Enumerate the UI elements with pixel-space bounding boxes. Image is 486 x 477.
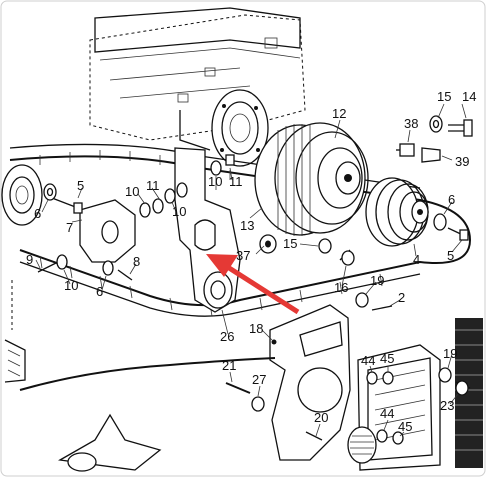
callout-4: 4 [413,252,420,267]
callout-7: 7 [66,220,73,235]
callout-21: 21 [222,358,236,373]
callout-39: 39 [455,154,469,169]
callout-27: 27 [252,372,266,387]
callout-38: 38 [404,116,418,131]
callout-45-upper: 45 [380,351,394,366]
leader-lines [35,103,467,437]
callout-10-left: 10 [125,184,139,199]
engine-housing [89,7,306,151]
left-bracket [79,199,136,263]
lower-left-plate [4,280,276,472]
callout-45-lower: 45 [398,419,412,434]
callout-26: 26 [220,329,234,344]
mounting-flange [211,89,269,167]
drive-sprocket [365,177,429,247]
callout-16: 16 [334,280,348,295]
callout-14: 14 [462,89,476,104]
callout-6-bottom: 6 [96,284,103,299]
callout-6-left: 6 [34,206,41,221]
callout-labels: 15 14 12 38 39 11 10 11 10 10 5 6 7 13 3… [26,89,476,434]
callout-10-bottom: 10 [64,278,78,293]
callout-15-top: 15 [437,89,451,104]
callout-5-left: 5 [77,178,84,193]
callout-8: 8 [133,254,140,269]
callout-20: 20 [314,410,328,425]
lower-bracket-plate [269,304,351,461]
highlight-arrow [206,254,300,315]
callout-19-lower: 19 [443,346,457,361]
callout-23: 23 [440,398,454,413]
callout-10-right: 10 [208,174,222,189]
drive-hub [254,122,369,236]
callout-9: 9 [26,252,33,267]
left-idler-wheel [1,164,43,226]
callout-5-right: 5 [447,248,454,263]
fasteners [37,115,473,445]
callout-44-lower: 44 [380,406,394,421]
callout-11-left: 11 [146,178,160,193]
callout-15-mid: 15 [283,236,297,251]
callout-44-upper: 44 [361,353,375,368]
callout-6-right: 6 [448,192,455,207]
callout-13: 13 [240,218,254,233]
callout-11-right: 11 [229,174,243,189]
callout-10-mid: 10 [172,204,186,219]
callout-37: 37 [236,248,250,263]
callout-19-upper: 19 [370,273,384,288]
callout-2: 2 [398,290,405,305]
callout-18: 18 [249,321,263,336]
callout-12: 12 [332,106,346,121]
